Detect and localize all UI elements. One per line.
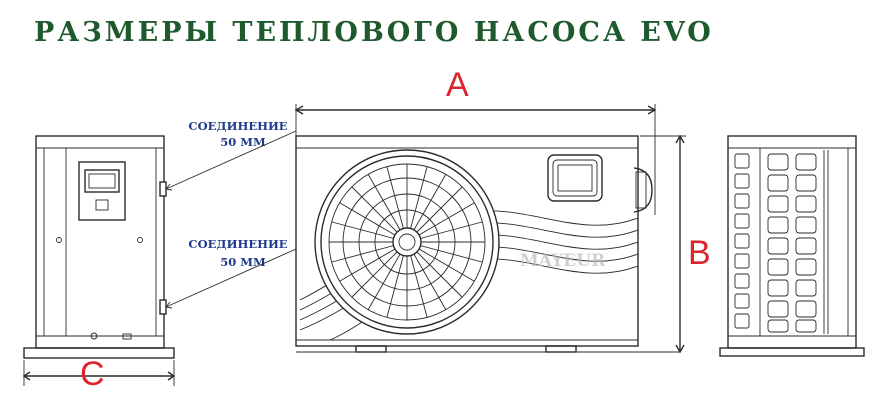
watermark-text: MAYEUR (520, 251, 606, 271)
upper-connection-port (159, 181, 167, 197)
svg-text:50 ММ: 50 ММ (220, 135, 266, 149)
back-base (719, 347, 865, 357)
front-view: A (294, 66, 711, 354)
side-base (23, 347, 175, 359)
dimension-c-label: C (80, 355, 105, 393)
grille-slots (767, 153, 817, 333)
front-foot-right (545, 345, 577, 353)
louver-slots-left (734, 153, 750, 329)
side-view-left: C (22, 135, 176, 393)
connection-label-top: СОЕДИНЕНИЕ 50 ММ (165, 119, 297, 191)
dimension-a-label: A (446, 66, 469, 104)
svg-text:СОЕДИНЕНИЕ: СОЕДИНЕНИЕ (188, 119, 287, 133)
display-panel-icon (547, 154, 603, 202)
page-title: РАЗМЕРЫ ТЕПЛОВОГО НАСОСА EVO (34, 17, 714, 48)
lower-connection-port (159, 299, 167, 315)
svg-text:50 ММ: 50 ММ (220, 255, 266, 269)
connection-label-bottom: СОЕДИНЕНИЕ 50 ММ (165, 237, 297, 309)
front-foot-left (355, 345, 387, 353)
dimension-b-label: B (688, 234, 711, 272)
fan-icon (314, 149, 500, 335)
back-view-right (719, 135, 865, 357)
svg-text:СОЕДИНЕНИЕ: СОЕДИНЕНИЕ (188, 237, 287, 251)
